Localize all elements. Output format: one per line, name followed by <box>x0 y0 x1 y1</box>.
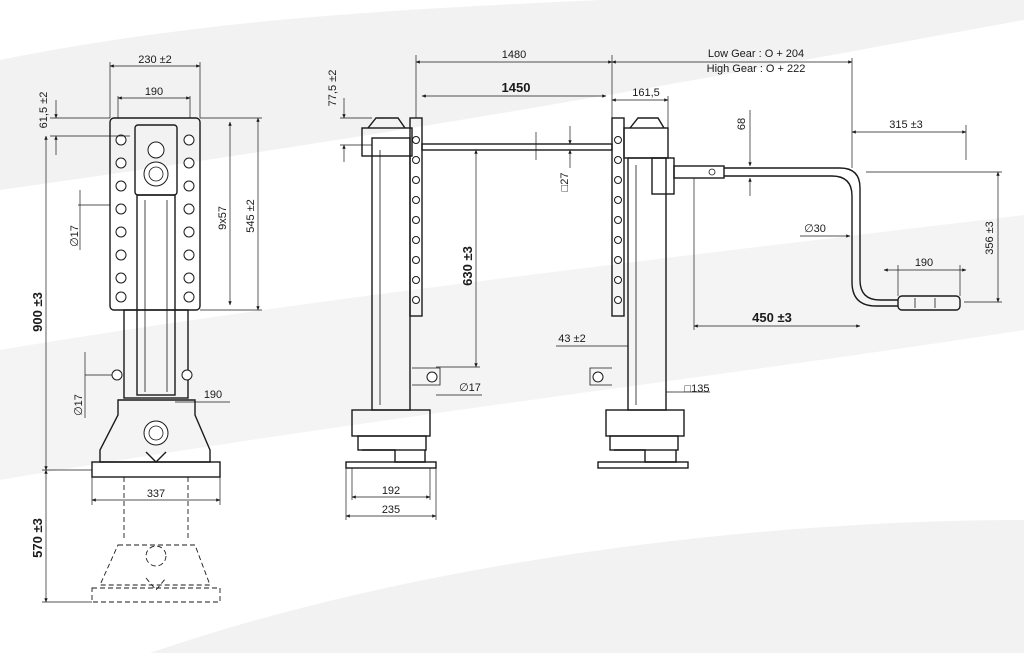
foot-retracted-outline <box>91 477 221 603</box>
dim-43: 43 ±2 <box>558 333 585 345</box>
front-view: 230 ±2 190 61,5 ±2 9x57 545 ±2 ∅17 900 ±… <box>30 54 262 603</box>
gear-note-high: High Gear : O + 222 <box>707 63 806 75</box>
dim-77-5: 77,5 ±2 <box>327 70 339 107</box>
side-view: 1480 1450 77,5 ±2 □27 630 ±3 ∅17 192 235 <box>327 48 1002 520</box>
dim-68: 68 <box>736 118 748 130</box>
dim-161-5: 161,5 <box>632 87 660 99</box>
dim-190-offset: 190 <box>204 389 222 401</box>
dim-1450: 1450 <box>502 80 531 95</box>
dim-d17-side: ∅17 <box>459 382 481 394</box>
dim-9x57: 9x57 <box>217 206 229 230</box>
dim-900: 900 ±3 <box>30 292 45 332</box>
dim-d17-bottom: ∅17 <box>73 394 85 416</box>
foot <box>91 399 221 478</box>
cross-shaft <box>421 143 613 151</box>
dim-190-handle: 190 <box>915 257 933 269</box>
dim-190-top: 190 <box>145 86 163 98</box>
dim-450: 450 ±3 <box>752 310 792 325</box>
dim-545: 545 ±2 <box>245 199 257 233</box>
crank-handle <box>673 165 961 311</box>
dim-135: □135 <box>685 383 710 395</box>
mounting-holes <box>115 134 195 303</box>
dim-315: 315 ±3 <box>889 119 923 131</box>
outer-tube <box>136 194 176 396</box>
dim-235: 235 <box>382 504 400 516</box>
dim-1480: 1480 <box>502 49 526 61</box>
dim-192: 192 <box>382 485 400 497</box>
left-leg <box>345 117 441 469</box>
dim-356: 356 ±3 <box>984 221 996 255</box>
dim-61-5: 61,5 ±2 <box>38 92 50 129</box>
gear-note-low: Low Gear : O + 204 <box>708 48 804 60</box>
dim-570: 570 ±3 <box>30 518 45 558</box>
dim-230: 230 ±2 <box>138 54 172 66</box>
dim-630: 630 ±3 <box>460 246 475 286</box>
dim-d30: ∅30 <box>804 223 826 235</box>
dim-d17-top: ∅17 <box>69 225 81 247</box>
dim-337: 337 <box>147 488 165 500</box>
dim-27: □27 <box>559 173 571 192</box>
right-leg <box>589 117 689 469</box>
